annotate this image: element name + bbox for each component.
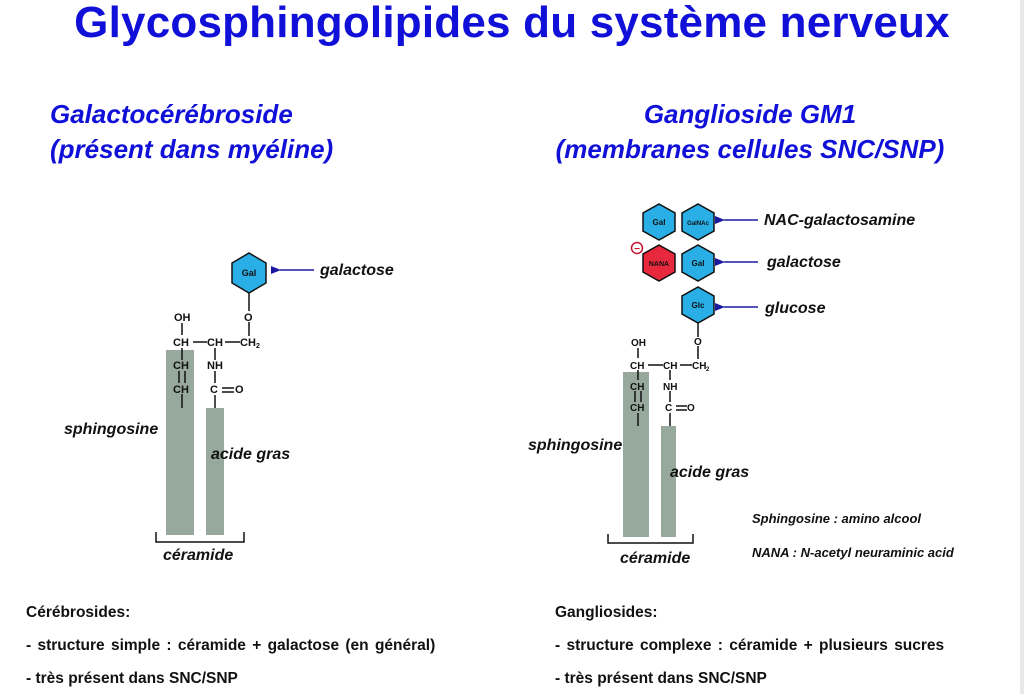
left-ch-1: CH xyxy=(173,337,189,349)
right-nh: NH xyxy=(663,382,677,393)
right-galactose-label: galactose xyxy=(766,254,841,271)
bottom-left-heading: Cérébrosides: xyxy=(26,604,131,621)
right-c: C xyxy=(665,403,672,414)
right-fatty-acid-chain xyxy=(661,426,676,537)
bottom-right-heading: Gangliosides: xyxy=(555,604,658,621)
right-sphingosine-label: sphingosine xyxy=(528,437,622,454)
left-ch-4: CH xyxy=(173,384,189,396)
right-o: O xyxy=(694,337,702,348)
right-galnac-label: GalNAc xyxy=(687,221,709,227)
left-o: O xyxy=(244,312,253,324)
right-ch-2: CH xyxy=(663,361,677,372)
right-ceramide-label: céramide xyxy=(620,550,690,567)
left-oh: OH xyxy=(174,312,191,324)
bottom-left-line-2: - très présent dans SNC/SNP xyxy=(26,670,238,687)
page-title: Glycosphingolipides du système nerveux xyxy=(74,0,950,47)
left-ch2-sub: 2 xyxy=(256,343,260,350)
left-ch-3: CH xyxy=(173,360,189,372)
right-gal-hexagon xyxy=(681,244,715,282)
left-ch-2: CH xyxy=(207,337,223,349)
right-minus-sign: − xyxy=(634,244,640,255)
right-glucose-label: glucose xyxy=(764,300,826,317)
left-c: C xyxy=(210,384,218,396)
right-gal-top-hexagon xyxy=(642,203,676,241)
right-heading-line-1: Ganglioside GM1 xyxy=(643,99,857,129)
left-heading-line-1: Galactocérébroside xyxy=(50,99,293,129)
right-heading-line-2: (membranes cellules SNC/SNP) xyxy=(555,134,945,164)
right-negative-charge-icon xyxy=(630,241,644,255)
left-nh: NH xyxy=(207,360,223,372)
left-heading-line-2: (présent dans myéline) xyxy=(50,134,334,164)
left-sphingosine-label: sphingosine xyxy=(64,421,158,438)
right-ceramide-bracket xyxy=(607,534,694,544)
right-note-1: Sphingosine : amino alcool xyxy=(752,511,921,526)
right-nac-label: NAC-galactosamine xyxy=(764,212,915,229)
right-note-2: NANA : N-acetyl neuraminic acid xyxy=(752,545,955,560)
bottom-right-line-1: - structure complexe : céramide + plusie… xyxy=(555,637,945,654)
right-glc-label: Glc xyxy=(692,301,705,310)
right-edge-strip xyxy=(1020,0,1024,694)
right-galnac-hexagon xyxy=(681,203,715,241)
right-heading: Ganglioside GM1 (membranes cellules SNC/… xyxy=(500,97,1000,167)
left-galactose-label: galactose xyxy=(319,262,394,279)
bottom-left-line-1: - structure simple : céramide + galactos… xyxy=(26,637,436,654)
left-heading: Galactocérébroside (présent dans myéline… xyxy=(50,97,333,167)
right-ch-3: CH xyxy=(630,382,644,393)
left-eq-o: O xyxy=(235,384,244,396)
right-ch2: CH xyxy=(692,361,706,372)
right-acide-gras-label: acide gras xyxy=(670,464,749,481)
left-gal-label: Gal xyxy=(242,268,257,278)
right-gal-top-label: Gal xyxy=(653,218,666,227)
right-ch-4: CH xyxy=(630,403,644,414)
left-ch2: CH xyxy=(240,337,256,349)
right-gal-label: Gal xyxy=(692,259,705,268)
left-ceramide-bracket xyxy=(155,532,245,543)
left-ceramide-label: céramide xyxy=(163,547,233,564)
right-eq-o: O xyxy=(687,403,695,414)
left-sphingosine-chain xyxy=(166,350,194,535)
left-fatty-acid-chain xyxy=(206,408,224,535)
bottom-right-line-2: - très présent dans SNC/SNP xyxy=(555,670,767,687)
right-ch2-sub: 2 xyxy=(706,367,710,373)
right-sphingosine-chain xyxy=(623,372,649,537)
right-ch-1: CH xyxy=(630,361,644,372)
right-structure: Gal GalNAc NANA − Gal Glc xyxy=(528,203,955,567)
right-nana-hexagon xyxy=(642,244,676,282)
left-acide-gras-label: acide gras xyxy=(211,446,290,463)
left-structure: Gal OH O CH CH CH 2 NH xyxy=(64,252,394,564)
right-nana-label: NANA xyxy=(649,261,669,268)
right-oh: OH xyxy=(631,338,646,349)
